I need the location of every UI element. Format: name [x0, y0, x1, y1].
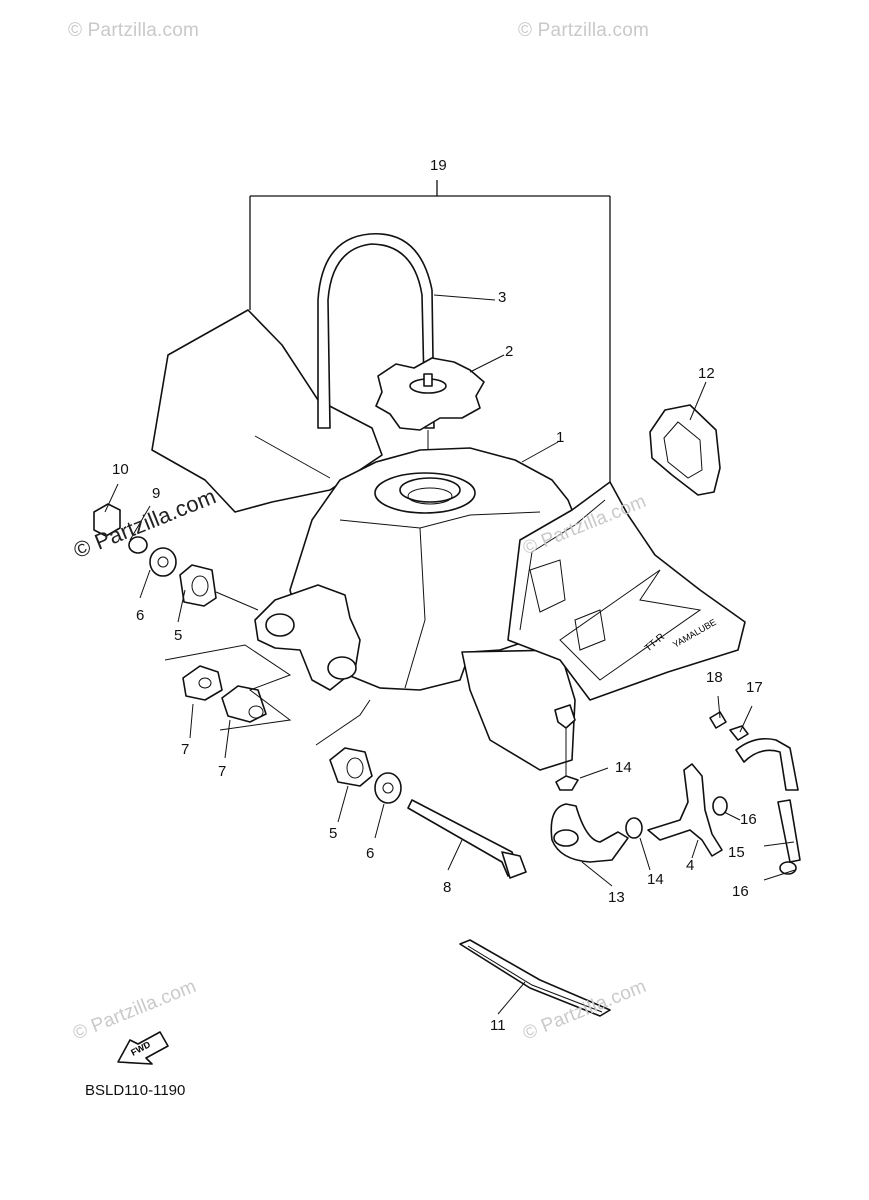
- callout-7-right: 7: [218, 763, 227, 780]
- callout-12: 12: [698, 365, 715, 382]
- callout-16-lower: 16: [732, 883, 749, 900]
- callout-11: 11: [490, 1017, 506, 1034]
- watermark-top-left: © Partzilla.com: [68, 20, 200, 41]
- callout-6-lower: 6: [366, 845, 375, 862]
- gasket: [649, 404, 721, 496]
- lower-mount-parts: [315, 699, 527, 879]
- callout-4: 4: [686, 857, 695, 874]
- breather-hose: [317, 233, 435, 429]
- assembly-bracket-19: [249, 180, 611, 490]
- callout-6-upper: 6: [136, 607, 145, 624]
- fuel-cock-and-hoses: [550, 704, 801, 875]
- callout-2: 2: [505, 343, 514, 360]
- callout-10: 10: [112, 461, 129, 478]
- collar-parts: [164, 644, 292, 731]
- callout-19: 19: [430, 157, 447, 174]
- callout-16-upper: 16: [740, 811, 757, 828]
- callout-8: 8: [443, 879, 452, 896]
- callout-3: 3: [498, 289, 507, 306]
- fuel-cap: [375, 357, 485, 470]
- callout-7-left: 7: [181, 741, 190, 758]
- callout-5-upper: 5: [174, 627, 183, 644]
- pad-strip: [459, 939, 611, 1017]
- watermark-top-right: © Partzilla.com: [518, 20, 650, 41]
- callout-15: 15: [728, 844, 745, 861]
- fwd-arrow-icon: FWD: [117, 1031, 169, 1065]
- tank-decal: YAMALUBE TT-R: [507, 481, 746, 701]
- tank-cover-panel: [151, 309, 383, 513]
- left-mount-parts: [93, 503, 259, 611]
- leader-lines: [104, 294, 796, 1015]
- callout-5-lower: 5: [329, 825, 338, 842]
- callout-14-upper: 14: [615, 759, 632, 776]
- callout-1: 1: [556, 429, 565, 446]
- callout-17: 17: [746, 679, 763, 696]
- callout-9: 9: [152, 485, 161, 502]
- diagram-code: BSLD110-1190: [85, 1082, 186, 1099]
- callout-13: 13: [608, 889, 625, 906]
- callout-18: 18: [706, 669, 723, 686]
- callout-14-lower: 14: [647, 871, 664, 888]
